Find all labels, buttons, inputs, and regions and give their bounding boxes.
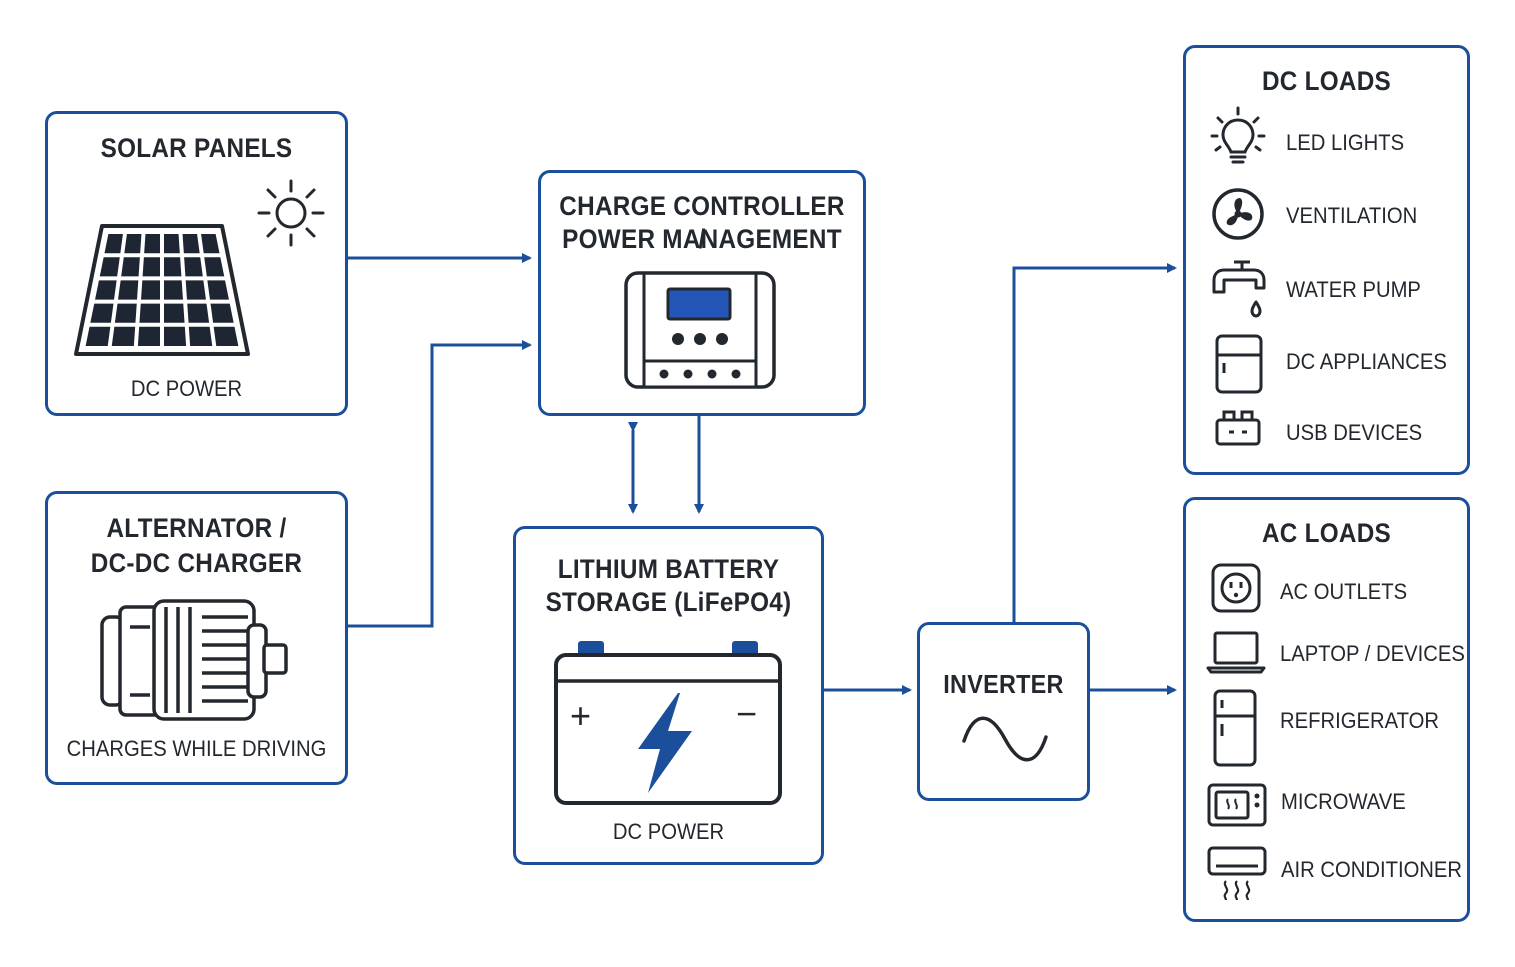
alternator-caption: CHARGES WHILE DRIVING bbox=[66, 736, 327, 761]
battery-box: LITHIUM BATTERY STORAGE (LiFePO4) + − DC… bbox=[513, 526, 824, 865]
controller-title-line2: POWER MANAGEMENT bbox=[562, 224, 842, 254]
battery-title-line1: LITHIUM BATTERY bbox=[557, 554, 780, 584]
ac-loads-box: AC LOADS AC OUTLETS LAPTOP / DEVICES REF… bbox=[1183, 497, 1470, 922]
solar-cell bbox=[114, 303, 137, 323]
alternator-icon bbox=[100, 599, 288, 721]
ac-item-label: MICROWAVE bbox=[1281, 789, 1406, 814]
usb-icon bbox=[1215, 410, 1261, 446]
solar-cell bbox=[121, 257, 140, 277]
alternator-box: ALTERNATOR / DC-DC CHARGER CHARGES WHILE… bbox=[45, 491, 348, 785]
dc-loads-title: DC LOADS bbox=[1261, 66, 1392, 96]
refrigerator-icon bbox=[1213, 689, 1257, 767]
fan-icon bbox=[1212, 188, 1264, 240]
dc-item-label: WATER PUMP bbox=[1286, 277, 1421, 302]
sun-icon bbox=[257, 179, 325, 247]
outlet-icon bbox=[1211, 563, 1261, 613]
controller-title-line1: CHARGE CONTROLLER / bbox=[559, 191, 845, 254]
solar-cell bbox=[164, 326, 187, 346]
solar-cell bbox=[210, 303, 234, 323]
dc-item-label: USB DEVICES bbox=[1286, 420, 1423, 445]
solar-cell bbox=[188, 326, 213, 346]
dc-loads-box: DC LOADS LED LIGHTS VENTILATION WATER PU… bbox=[1183, 45, 1470, 475]
solar-panel-icon bbox=[74, 224, 250, 356]
solar-panels-box: SOLAR PANELS DC POWER bbox=[45, 111, 348, 416]
dc-item-label: LED LIGHTS bbox=[1286, 130, 1405, 155]
solar-cell bbox=[111, 326, 136, 346]
air-conditioner-icon bbox=[1207, 846, 1267, 901]
battery-icon bbox=[554, 641, 782, 805]
alternator-title-line2: DC-DC CHARGER bbox=[90, 548, 303, 578]
solar-cell bbox=[207, 280, 229, 300]
battery-caption: DC POWER bbox=[612, 819, 725, 844]
arrow-inverter-to-dc-loads bbox=[1012, 263, 1177, 622]
inverter-box: INVERTER bbox=[917, 622, 1090, 801]
solar-cell bbox=[213, 326, 239, 346]
faucet-icon bbox=[1212, 260, 1266, 318]
solar-cell bbox=[90, 303, 114, 323]
solar-cell bbox=[204, 257, 225, 277]
battery-plus-sign: + bbox=[570, 695, 592, 736]
ac-item-label: AIR CONDITIONER bbox=[1281, 857, 1463, 882]
solar-cell bbox=[164, 257, 182, 277]
sine-wave-icon bbox=[962, 716, 1048, 762]
alternator-title-line1: ALTERNATOR / bbox=[106, 513, 287, 543]
solar-cell bbox=[118, 280, 139, 300]
charge-controller-box: CHARGE CONTROLLER / POWER MANAGEMENT bbox=[538, 170, 866, 416]
solar-cell bbox=[164, 303, 185, 323]
solar-cell bbox=[141, 280, 160, 300]
solar-cell bbox=[99, 257, 120, 277]
ac-item-label: LAPTOP / DEVICES bbox=[1280, 641, 1465, 666]
solar-caption: DC POWER bbox=[130, 376, 243, 401]
ac-item-label: AC OUTLETS bbox=[1280, 579, 1408, 604]
solar-cell bbox=[144, 234, 160, 254]
battery-minus-sign: − bbox=[736, 693, 758, 734]
solar-cell bbox=[184, 257, 203, 277]
dc-item-label: VENTILATION bbox=[1286, 203, 1418, 228]
microwave-icon bbox=[1207, 783, 1267, 827]
laptop-icon bbox=[1206, 631, 1266, 674]
solar-cell bbox=[187, 303, 210, 323]
solar-cell bbox=[164, 280, 183, 300]
solar-panels-title: SOLAR PANELS bbox=[100, 133, 293, 163]
fridge-icon bbox=[1215, 334, 1263, 394]
solar-cell bbox=[104, 234, 123, 254]
solar-cell bbox=[95, 280, 117, 300]
solar-cell bbox=[185, 280, 206, 300]
solar-cell bbox=[137, 326, 160, 346]
dc-item-label: DC APPLIANCES bbox=[1286, 349, 1447, 374]
inverter-title: INVERTER bbox=[943, 669, 1064, 699]
ac-loads-title: AC LOADS bbox=[1261, 518, 1392, 548]
solar-cell bbox=[139, 303, 160, 323]
battery-title-line2: STORAGE (LiFePO4) bbox=[545, 587, 792, 617]
solar-cell bbox=[142, 257, 160, 277]
light-bulb-icon bbox=[1210, 106, 1266, 164]
charge-controller-icon bbox=[624, 271, 776, 389]
solar-cell bbox=[164, 234, 180, 254]
solar-cell bbox=[124, 234, 142, 254]
solar-cell bbox=[85, 326, 111, 346]
solar-cell bbox=[201, 234, 220, 254]
ac-item-label: REFRIGERATOR bbox=[1280, 708, 1439, 733]
arrow-alternator-to-controller bbox=[348, 340, 532, 628]
solar-cell bbox=[182, 234, 200, 254]
